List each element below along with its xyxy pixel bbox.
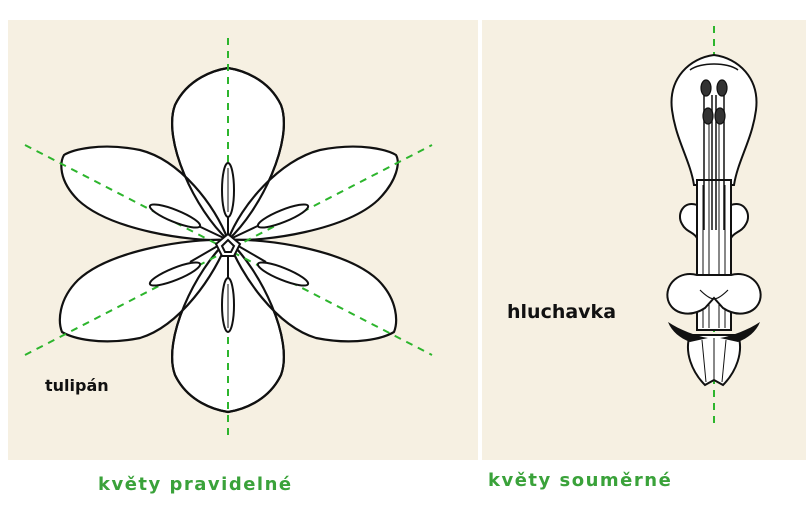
deadnettle-flower-icon: [667, 26, 760, 428]
deadnettle-label: hluchavka: [507, 301, 616, 323]
tulip-label: tulipán: [45, 376, 109, 395]
caption-symmetric-flowers: květy souměrné: [488, 470, 672, 491]
caption-regular-flowers: květy pravidelné: [98, 474, 293, 495]
